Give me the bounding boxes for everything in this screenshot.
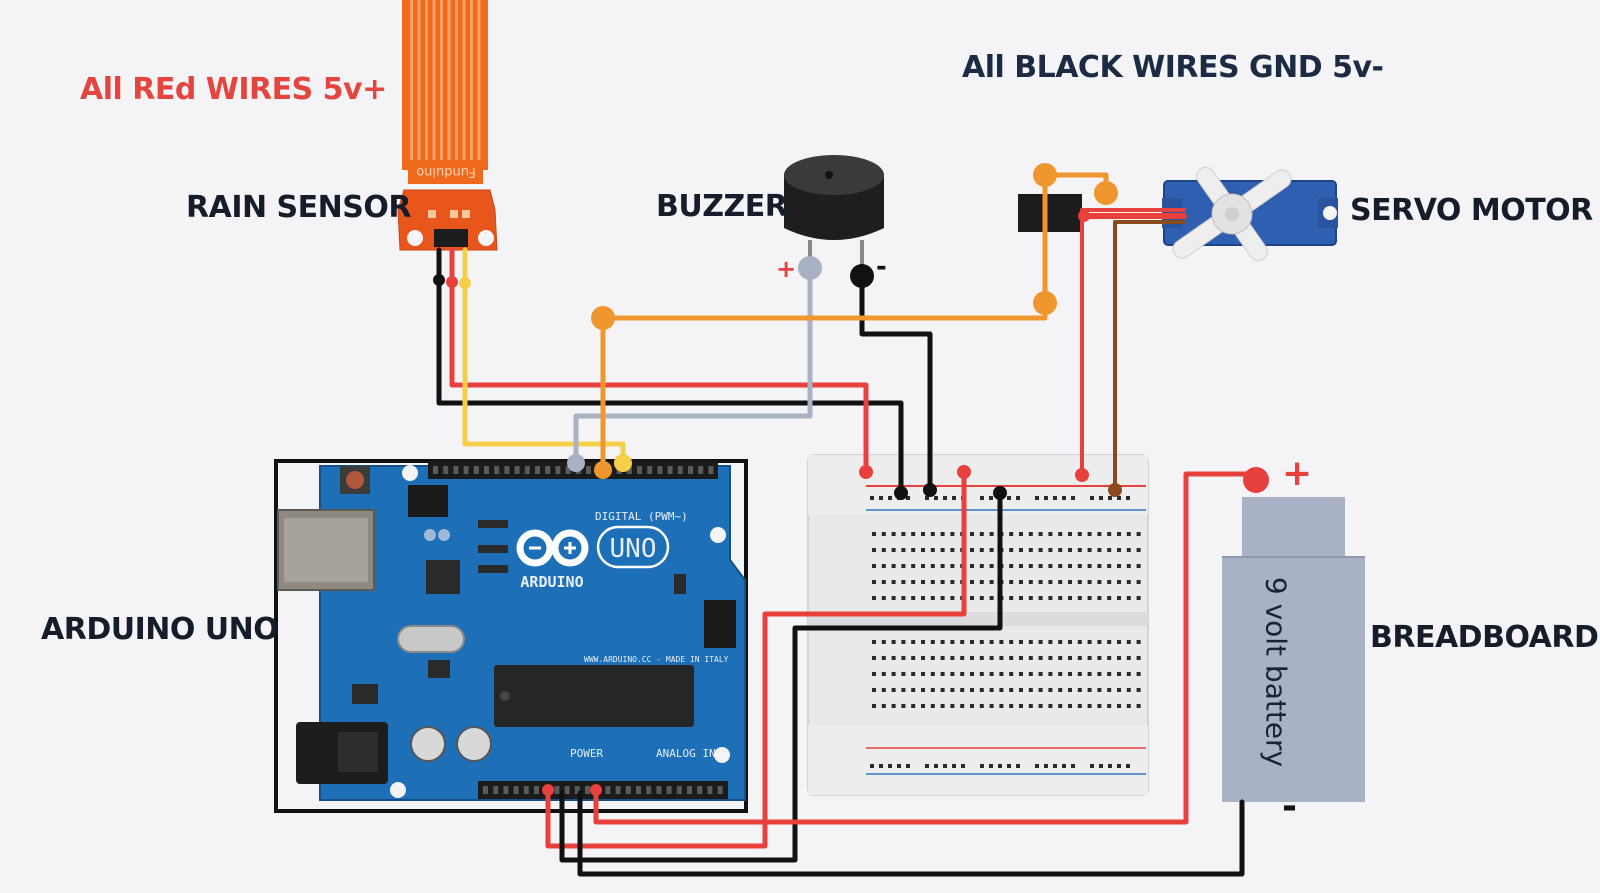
rain-sensor-vcc-wire (449, 247, 869, 475)
servo-motor (1018, 166, 1338, 262)
rain-sensor-gnd-wire (436, 247, 904, 496)
board-model-label: UNO (610, 534, 657, 564)
red-wires-note: All REd WIRES 5v+ (80, 72, 387, 107)
wires (436, 172, 1259, 877)
website-label: WWW.ARDUINO.CC - MADE IN ITALY (584, 655, 729, 664)
rain-sensor-label: RAIN SENSOR (186, 190, 411, 225)
power-label: POWER (570, 747, 603, 760)
rain-sensor: Funduino (397, 0, 498, 251)
arduino-uno: UNO ARDUINO DIGITAL (PWM~) POWER ANALOG … (274, 459, 748, 813)
buzzer-minus-sign: - (876, 252, 887, 282)
breadboard-label: BREADBOARD (1370, 620, 1599, 655)
battery (1222, 497, 1365, 802)
board-brand-label: ARDUINO (520, 573, 583, 591)
rain-sensor-signal-wire (462, 247, 626, 466)
battery-minus-wire (577, 790, 1245, 877)
buzzer-plus-sign: + (776, 255, 797, 283)
arduino-5v-wire (545, 469, 967, 849)
sensor-brand-label: Funduino (416, 164, 476, 179)
buzzer-minus-wire (859, 275, 933, 493)
breadboard (807, 454, 1149, 796)
digital-label: DIGITAL (PWM~) (595, 510, 688, 523)
buzzer-plus-wire (573, 265, 813, 466)
buzzer-label: BUZZER (656, 189, 788, 224)
arduino-gnd-wire (559, 490, 1003, 863)
servo-gnd-wire (1113, 220, 1186, 492)
battery-plus-wire (593, 471, 1259, 825)
arduino-logo (516, 525, 670, 569)
buzzer (784, 155, 884, 268)
battery-plus-sign: + (1282, 453, 1313, 494)
breadboard-holes (870, 496, 1141, 768)
wire-endpoints (433, 163, 1269, 796)
battery-label: 9 volt battery (1259, 576, 1293, 768)
battery-minus-sign: - (1282, 786, 1297, 827)
servo-motor-label: SERVO MOTOR (1350, 193, 1593, 228)
black-wires-note: All BLACK WIRES GND 5v- (962, 50, 1384, 85)
analog-label: ANALOG IN (656, 747, 716, 760)
servo-power-wire (1080, 208, 1186, 477)
arduino-uno-label: ARDUINO UNO (41, 612, 279, 647)
